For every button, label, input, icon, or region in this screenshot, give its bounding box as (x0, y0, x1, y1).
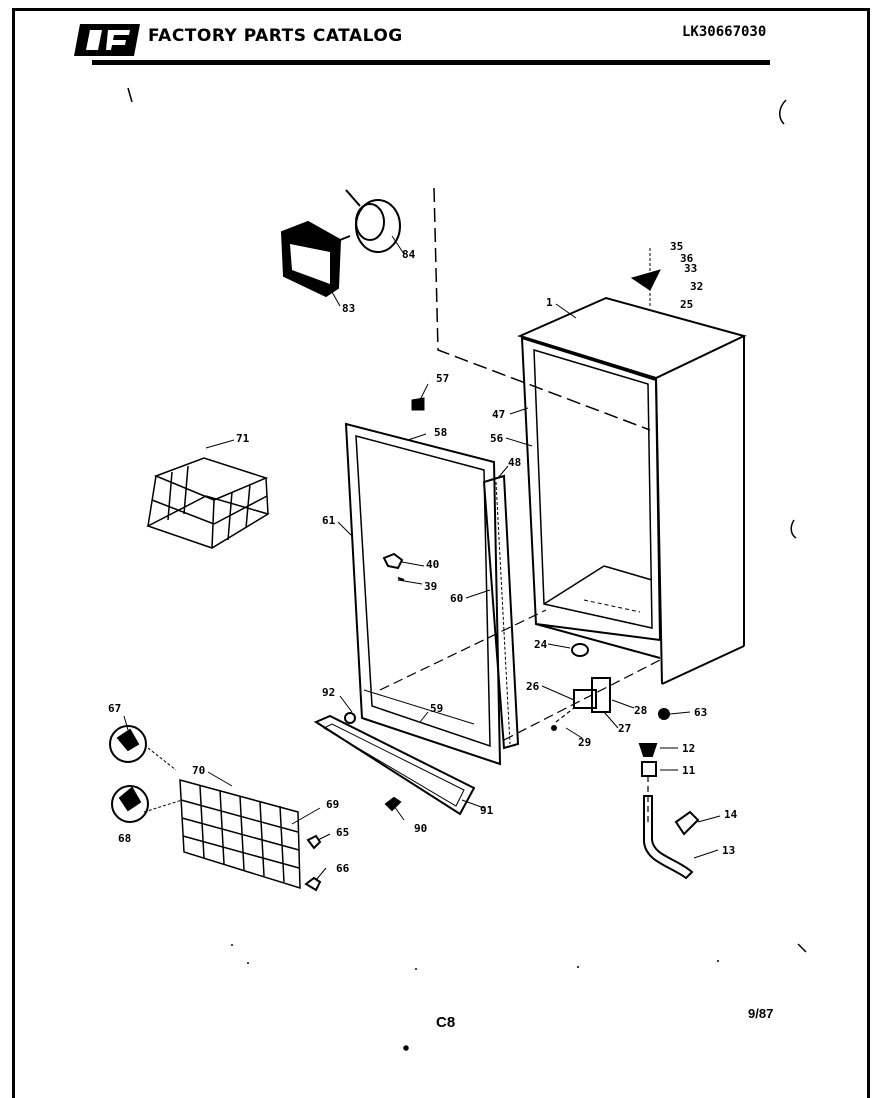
page-frame (12, 8, 870, 1098)
part-label: 32 (690, 280, 703, 293)
part-label: 69 (326, 798, 339, 811)
part-label: 60 (450, 592, 463, 605)
door-frame (344, 422, 502, 766)
part-label: 68 (118, 832, 131, 845)
cabinet-body (517, 296, 747, 685)
evaporator-cover (280, 220, 342, 298)
part-label: 66 (336, 862, 350, 875)
door-gasket (482, 474, 520, 750)
page-identifier: C8 (436, 1014, 456, 1031)
part-label: 59 (430, 702, 443, 715)
catalog-date: 9/87 (748, 1006, 774, 1021)
model-code: LK30667030 (682, 24, 767, 40)
part-label: 71 (236, 432, 250, 445)
part-label: 47 (492, 408, 505, 421)
part-label: 36 (680, 252, 694, 265)
part-label: 92 (322, 686, 335, 699)
part-label: 90 (414, 822, 427, 835)
part-label: 57 (436, 372, 449, 385)
part-label: 84 (402, 248, 416, 261)
lower-hinge (555, 677, 611, 723)
header-divider (92, 60, 770, 65)
part-label: 11 (682, 764, 696, 777)
part-label: 91 (480, 804, 494, 817)
part-label: 40 (426, 558, 439, 571)
part-label: 35 (670, 240, 683, 253)
part-label: 12 (682, 742, 695, 755)
small-fasteners (304, 552, 670, 892)
part-label: 28 (634, 704, 647, 717)
part-label: 1 (546, 296, 553, 309)
grille-clips (109, 725, 149, 823)
brand-logo (74, 24, 140, 56)
part-label: 67 (108, 702, 121, 715)
drain-assembly (638, 743, 700, 880)
part-label: 58 (434, 426, 447, 439)
part-label: 61 (322, 514, 336, 527)
part-label: 33 (684, 262, 697, 275)
part-label: 13 (722, 844, 735, 857)
fan-motor (339, 189, 401, 253)
part-label: 70 (192, 764, 205, 777)
part-label: 25 (680, 298, 693, 311)
hinge-pin (571, 643, 589, 657)
part-label: 14 (724, 808, 738, 821)
part-label: 39 (424, 580, 437, 593)
part-labels: 1 35 36 33 32 25 84 83 57 47 56 71 58 48… (108, 240, 738, 875)
part-label: 26 (526, 680, 540, 693)
leader-lines (123, 235, 721, 881)
scan-marks (127, 87, 807, 1051)
part-label: 24 (534, 638, 548, 651)
catalog-title: FACTORY PARTS CATALOG (148, 26, 403, 46)
front-grille (179, 779, 301, 890)
part-label: 56 (490, 432, 504, 445)
part-label: 29 (578, 736, 591, 749)
part-label: 63 (694, 706, 707, 719)
part-label: 83 (342, 302, 355, 315)
toe-plate (313, 714, 476, 816)
part-label: 65 (336, 826, 349, 839)
wire-basket (146, 457, 270, 549)
part-label: 48 (508, 456, 521, 469)
part-label: 27 (618, 722, 631, 735)
